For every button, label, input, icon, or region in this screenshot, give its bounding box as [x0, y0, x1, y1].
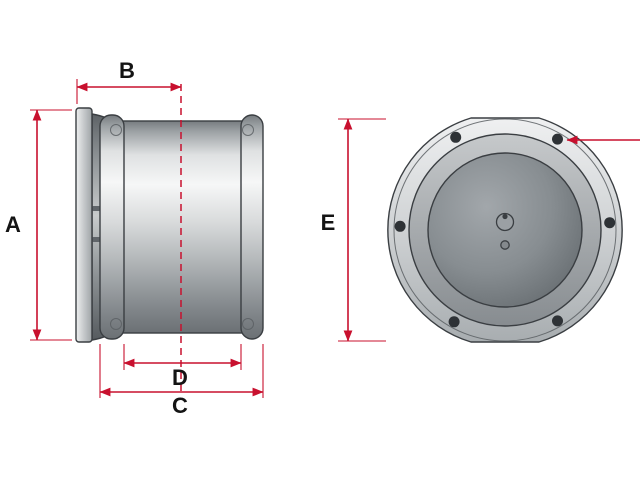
bolt-hole	[394, 220, 406, 232]
bead-curl	[242, 318, 254, 330]
dimension-label-e: E	[321, 210, 336, 235]
dimension-label-a: A	[5, 212, 21, 237]
flange-plate	[75, 107, 93, 343]
bead-left	[99, 114, 125, 340]
front-view	[387, 117, 623, 343]
bolt-hole	[552, 133, 563, 145]
dimensions	[30, 79, 640, 398]
bolt-hole	[448, 316, 460, 328]
lower-center-hole	[500, 240, 510, 250]
cylinder-body	[121, 120, 244, 334]
side-view	[75, 107, 264, 343]
dimension-c	[99, 344, 264, 398]
bolt-hole	[604, 217, 616, 229]
dimension-label-b: B	[119, 58, 135, 83]
bead-curl	[110, 318, 122, 330]
dimension-label-d: D	[172, 365, 188, 390]
center-hub	[495, 212, 515, 232]
dimension-d	[123, 344, 242, 370]
center-hub-hole	[502, 213, 508, 220]
bolt-hole	[552, 315, 563, 327]
dimension-e	[338, 118, 386, 342]
bead-right	[240, 114, 264, 340]
dimension-label-c: C	[172, 393, 188, 418]
dimension-a	[30, 109, 72, 341]
flange-face-highlight	[393, 118, 617, 342]
dimension-b	[76, 79, 182, 104]
dimension-labels: A B D C E	[5, 58, 335, 418]
bead-curl	[110, 124, 122, 136]
bolt-holes	[394, 131, 616, 328]
bead-curl	[242, 124, 254, 136]
bolt-hole	[450, 131, 462, 143]
